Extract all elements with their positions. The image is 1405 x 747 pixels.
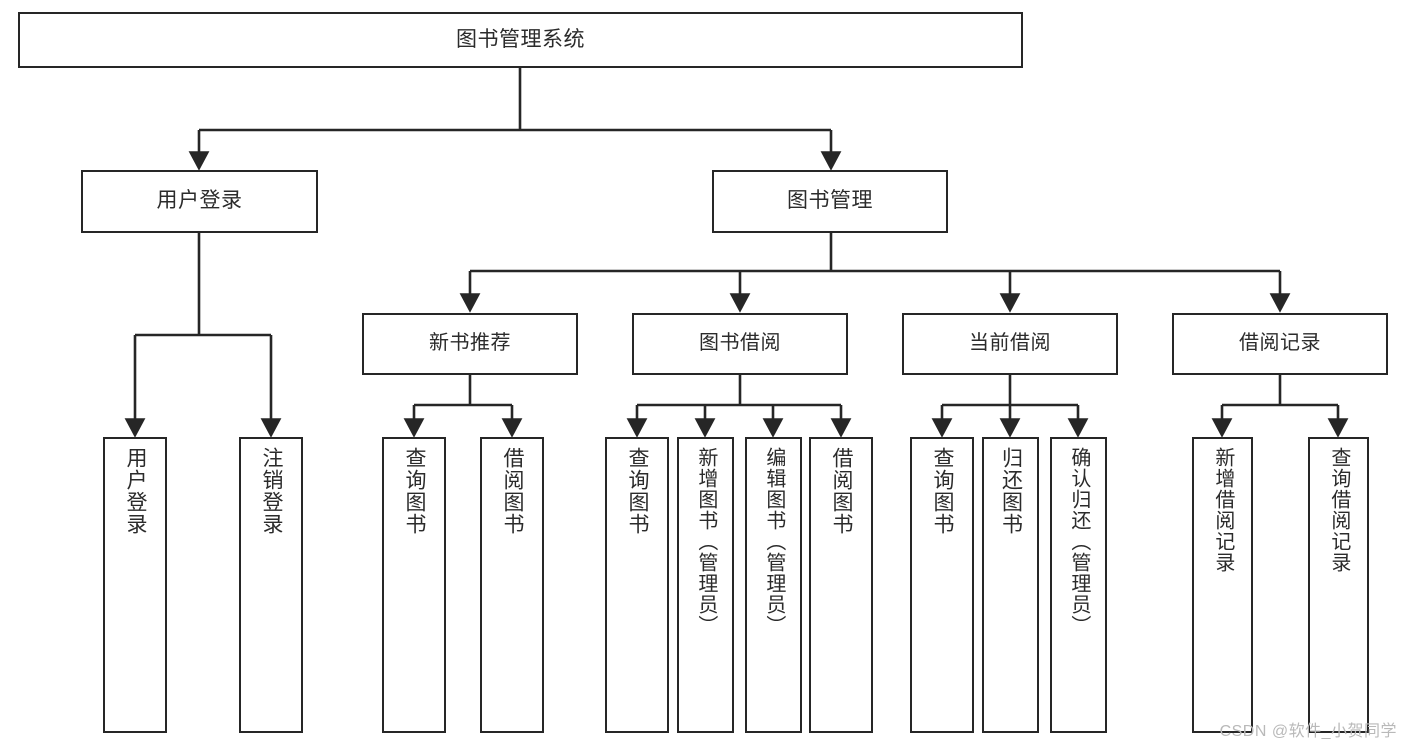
node-leaf-confirm-return[interactable]: 确认归还（管理员）: [1050, 437, 1107, 733]
node-user-login[interactable]: 用户登录: [81, 170, 318, 233]
node-borrow-record-label: 借阅记录: [1239, 332, 1321, 355]
node-new-book-rec-label: 新书推荐: [429, 332, 511, 355]
node-leaf-user-login[interactable]: 用户登录: [103, 437, 167, 733]
node-leaf-add-record-label: 新增借阅记录: [1211, 447, 1234, 573]
node-leaf-query-record[interactable]: 查询借阅记录: [1308, 437, 1369, 733]
node-leaf-borrow-book-1-label: 借阅图书: [500, 447, 524, 535]
node-leaf-add-record[interactable]: 新增借阅记录: [1192, 437, 1253, 733]
node-leaf-query-book-2-label: 查询图书: [625, 447, 649, 535]
node-borrow-record[interactable]: 借阅记录: [1172, 313, 1388, 375]
node-book-manage[interactable]: 图书管理: [712, 170, 948, 233]
node-leaf-query-book-3-label: 查询图书: [930, 447, 954, 535]
node-leaf-borrow-book-1[interactable]: 借阅图书: [480, 437, 544, 733]
node-new-book-rec[interactable]: 新书推荐: [362, 313, 578, 375]
node-leaf-query-book-3[interactable]: 查询图书: [910, 437, 974, 733]
node-book-borrow[interactable]: 图书借阅: [632, 313, 848, 375]
node-leaf-add-book-label: 新增图书（管理员）: [694, 447, 717, 636]
node-book-borrow-label: 图书借阅: [699, 332, 781, 355]
node-leaf-return-book[interactable]: 归还图书: [982, 437, 1039, 733]
watermark: CSDN @软件_小贺同学: [1219, 723, 1397, 740]
node-leaf-confirm-return-label: 确认归还（管理员）: [1067, 447, 1090, 636]
node-leaf-query-record-label: 查询借阅记录: [1327, 447, 1350, 573]
node-leaf-borrow-book-2-label: 借阅图书: [829, 447, 853, 535]
node-leaf-query-book-1[interactable]: 查询图书: [382, 437, 446, 733]
node-leaf-add-book[interactable]: 新增图书（管理员）: [677, 437, 734, 733]
node-leaf-edit-book-label: 编辑图书（管理员）: [762, 447, 785, 636]
node-leaf-user-login-label: 用户登录: [123, 447, 147, 535]
node-leaf-edit-book[interactable]: 编辑图书（管理员）: [745, 437, 802, 733]
node-user-login-label: 用户登录: [156, 189, 243, 213]
node-leaf-borrow-book-2[interactable]: 借阅图书: [809, 437, 873, 733]
node-leaf-user-logout-label: 注销登录: [259, 447, 283, 535]
node-root[interactable]: 图书管理系统: [18, 12, 1023, 68]
node-current-borrow-label: 当前借阅: [969, 332, 1051, 355]
node-leaf-query-book-2[interactable]: 查询图书: [605, 437, 669, 733]
node-leaf-query-book-1-label: 查询图书: [402, 447, 426, 535]
node-leaf-user-logout[interactable]: 注销登录: [239, 437, 303, 733]
node-current-borrow[interactable]: 当前借阅: [902, 313, 1118, 375]
node-leaf-return-book-label: 归还图书: [999, 447, 1023, 535]
node-root-label: 图书管理系统: [456, 27, 585, 51]
node-book-manage-label: 图书管理: [787, 189, 873, 213]
